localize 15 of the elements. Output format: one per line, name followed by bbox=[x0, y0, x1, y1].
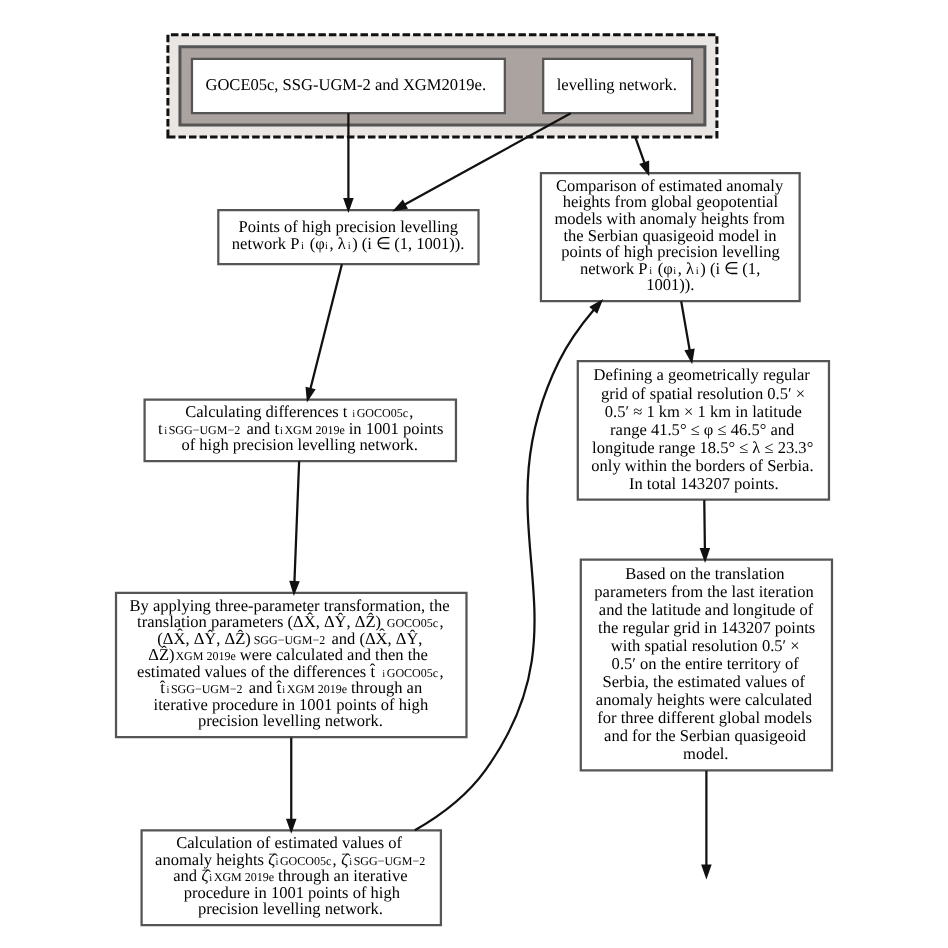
arrow bbox=[285, 737, 297, 834]
arrow bbox=[634, 136, 650, 177]
node-box: Defining a geometrically regular grid of spatial resolution 0.5′ × 0.5′ ≈ 1 km × 1 km in latitude range 41.5° ≤ φ ≤ 46.5° and longitude range 18.5° ≤ λ ≤ 23.3° only within the borders of Serbia. In total 143207 points. bbox=[576, 360, 831, 501]
arrow bbox=[305, 264, 343, 403]
arrow bbox=[701, 770, 712, 880]
cluster bbox=[166, 33, 719, 139]
arrow bbox=[414, 299, 604, 832]
node-box: GOCE05c, SSG-UGM-2 and XGM2019e. bbox=[190, 57, 506, 115]
node-box: levelling network. bbox=[542, 57, 694, 115]
node-box: Based on the translation parameters from the last iteration and the latitude and longitude of the regular grid in 143207 points with spatial resolution 0.5′ × 0.5′ on the entire territory of Serbia, the estimated values of anomaly heights were calculated for three different global models and for the Serbian quasigeoid model. bbox=[579, 558, 834, 772]
arrow bbox=[680, 301, 695, 365]
cluster bbox=[178, 45, 707, 127]
arrow bbox=[289, 461, 301, 597]
arrow bbox=[343, 113, 354, 213]
arrow bbox=[699, 500, 711, 564]
